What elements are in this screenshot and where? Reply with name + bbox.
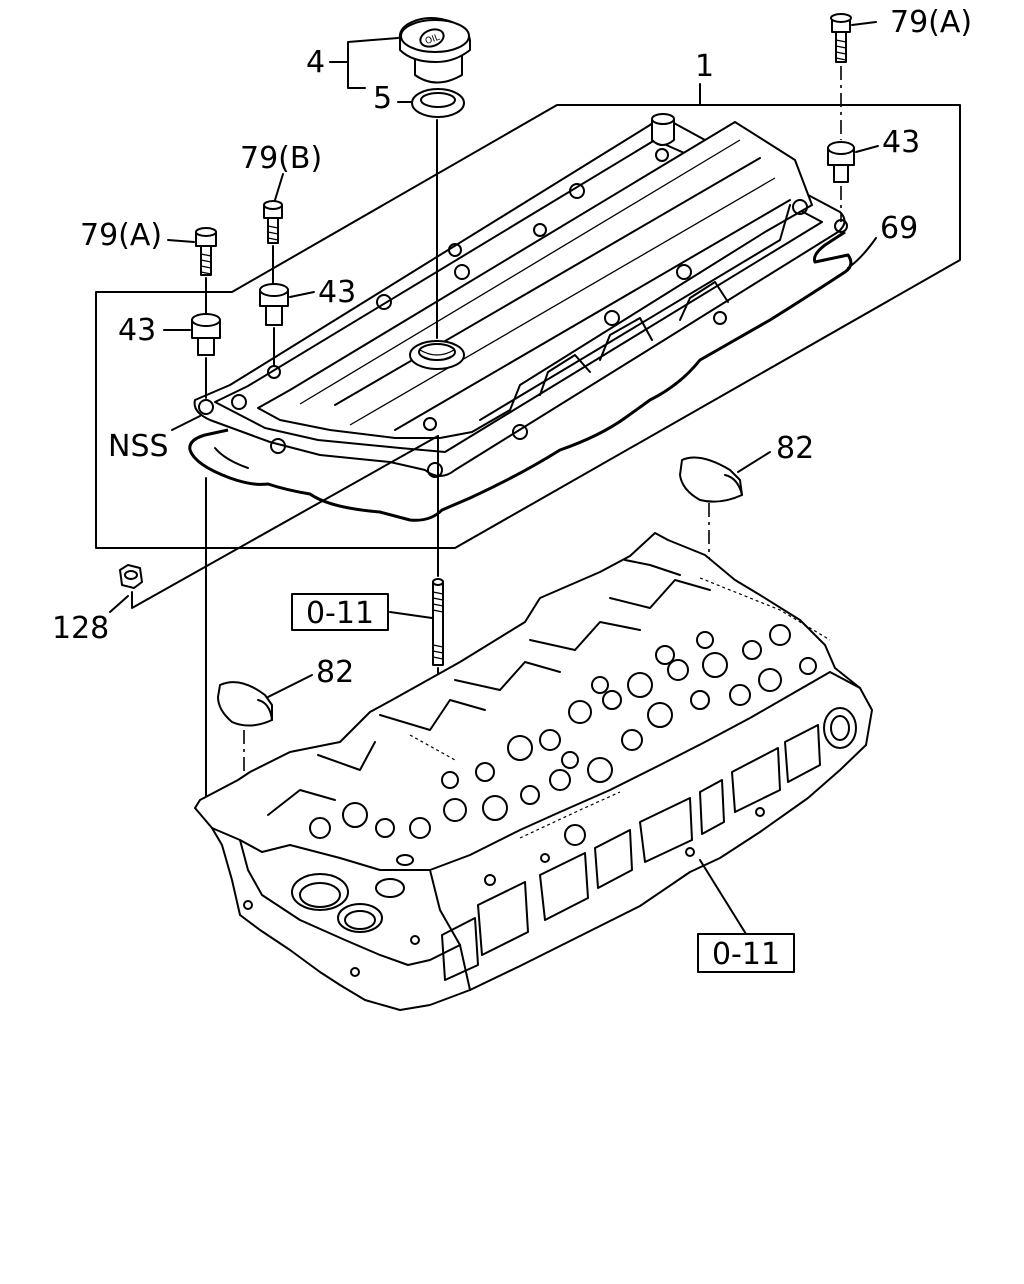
- cap-label-text: OIL: [424, 33, 441, 47]
- callout-43-right: 43: [882, 125, 920, 160]
- bushing-43-right: [827, 141, 855, 183]
- nut-128: [119, 564, 143, 589]
- cylinder-head: [194, 532, 873, 1011]
- head-ref-box: [697, 933, 795, 973]
- callout-82-left: 82: [316, 655, 354, 690]
- callout-69: 69: [880, 211, 918, 246]
- bolt-79b: [263, 200, 283, 244]
- stud-ref-label: 0-11: [306, 596, 374, 631]
- callout-1: 1: [695, 49, 714, 84]
- bushing-43-left: [191, 313, 221, 356]
- cylinder-head-cover: [193, 113, 848, 478]
- stud-ref-box: [291, 593, 389, 631]
- filler-cap-seal: [411, 88, 465, 118]
- cover-gasket: [188, 230, 853, 522]
- plug-82-right: [679, 456, 743, 503]
- callout-nss: NSS: [108, 429, 169, 464]
- callout-5: 5: [373, 81, 392, 116]
- head-ref-label: 0-11: [712, 937, 780, 972]
- bushing-43-mid: [259, 283, 289, 326]
- callout-79b: 79(B): [240, 141, 322, 176]
- callout-4: 4: [306, 45, 325, 80]
- callout-128: 128: [52, 611, 109, 646]
- bolt-79a-top: [830, 13, 852, 63]
- cap-callout-bracket: [347, 37, 399, 89]
- stud: [432, 578, 444, 666]
- plug-82-left: [217, 681, 273, 727]
- callout-79a-top: 79(A): [890, 5, 972, 40]
- callout-79a-left: 79(A): [80, 218, 162, 253]
- callout-43-left: 43: [118, 313, 156, 348]
- oil-filler-cap: OIL: [398, 17, 471, 84]
- callout-43-mid: 43: [318, 275, 356, 310]
- cover-group-bracket: [95, 83, 961, 549]
- callout-82-right: 82: [776, 431, 814, 466]
- bolt-79a-left: [195, 227, 217, 276]
